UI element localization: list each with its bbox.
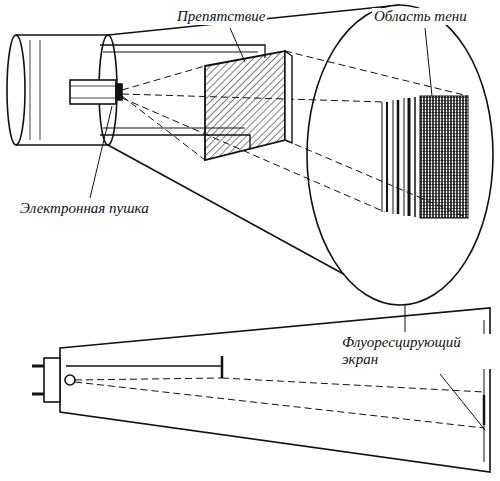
part-label: Препятствие	[175, 8, 267, 25]
part-label: Область тени	[372, 8, 469, 25]
part-label: Флуоресцирующий экран	[340, 334, 494, 369]
part-label: Электронная пушка	[18, 200, 151, 217]
